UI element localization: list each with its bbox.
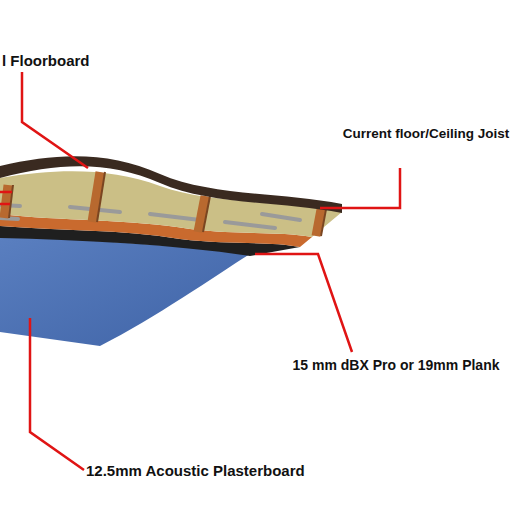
part-label: 15 mm dBX Pro or 19mm Plank xyxy=(280,357,512,374)
plasterboard-layer xyxy=(0,236,250,346)
resilient-bars xyxy=(0,205,300,228)
leader-lines xyxy=(0,72,400,470)
part-label: Current floor/Ceiling Joist xyxy=(340,126,512,142)
part-label: 12.5mm Acoustic Plasterboard xyxy=(86,462,386,480)
part-label: l Floorboard xyxy=(2,52,202,70)
floorboard-layer xyxy=(0,156,342,213)
